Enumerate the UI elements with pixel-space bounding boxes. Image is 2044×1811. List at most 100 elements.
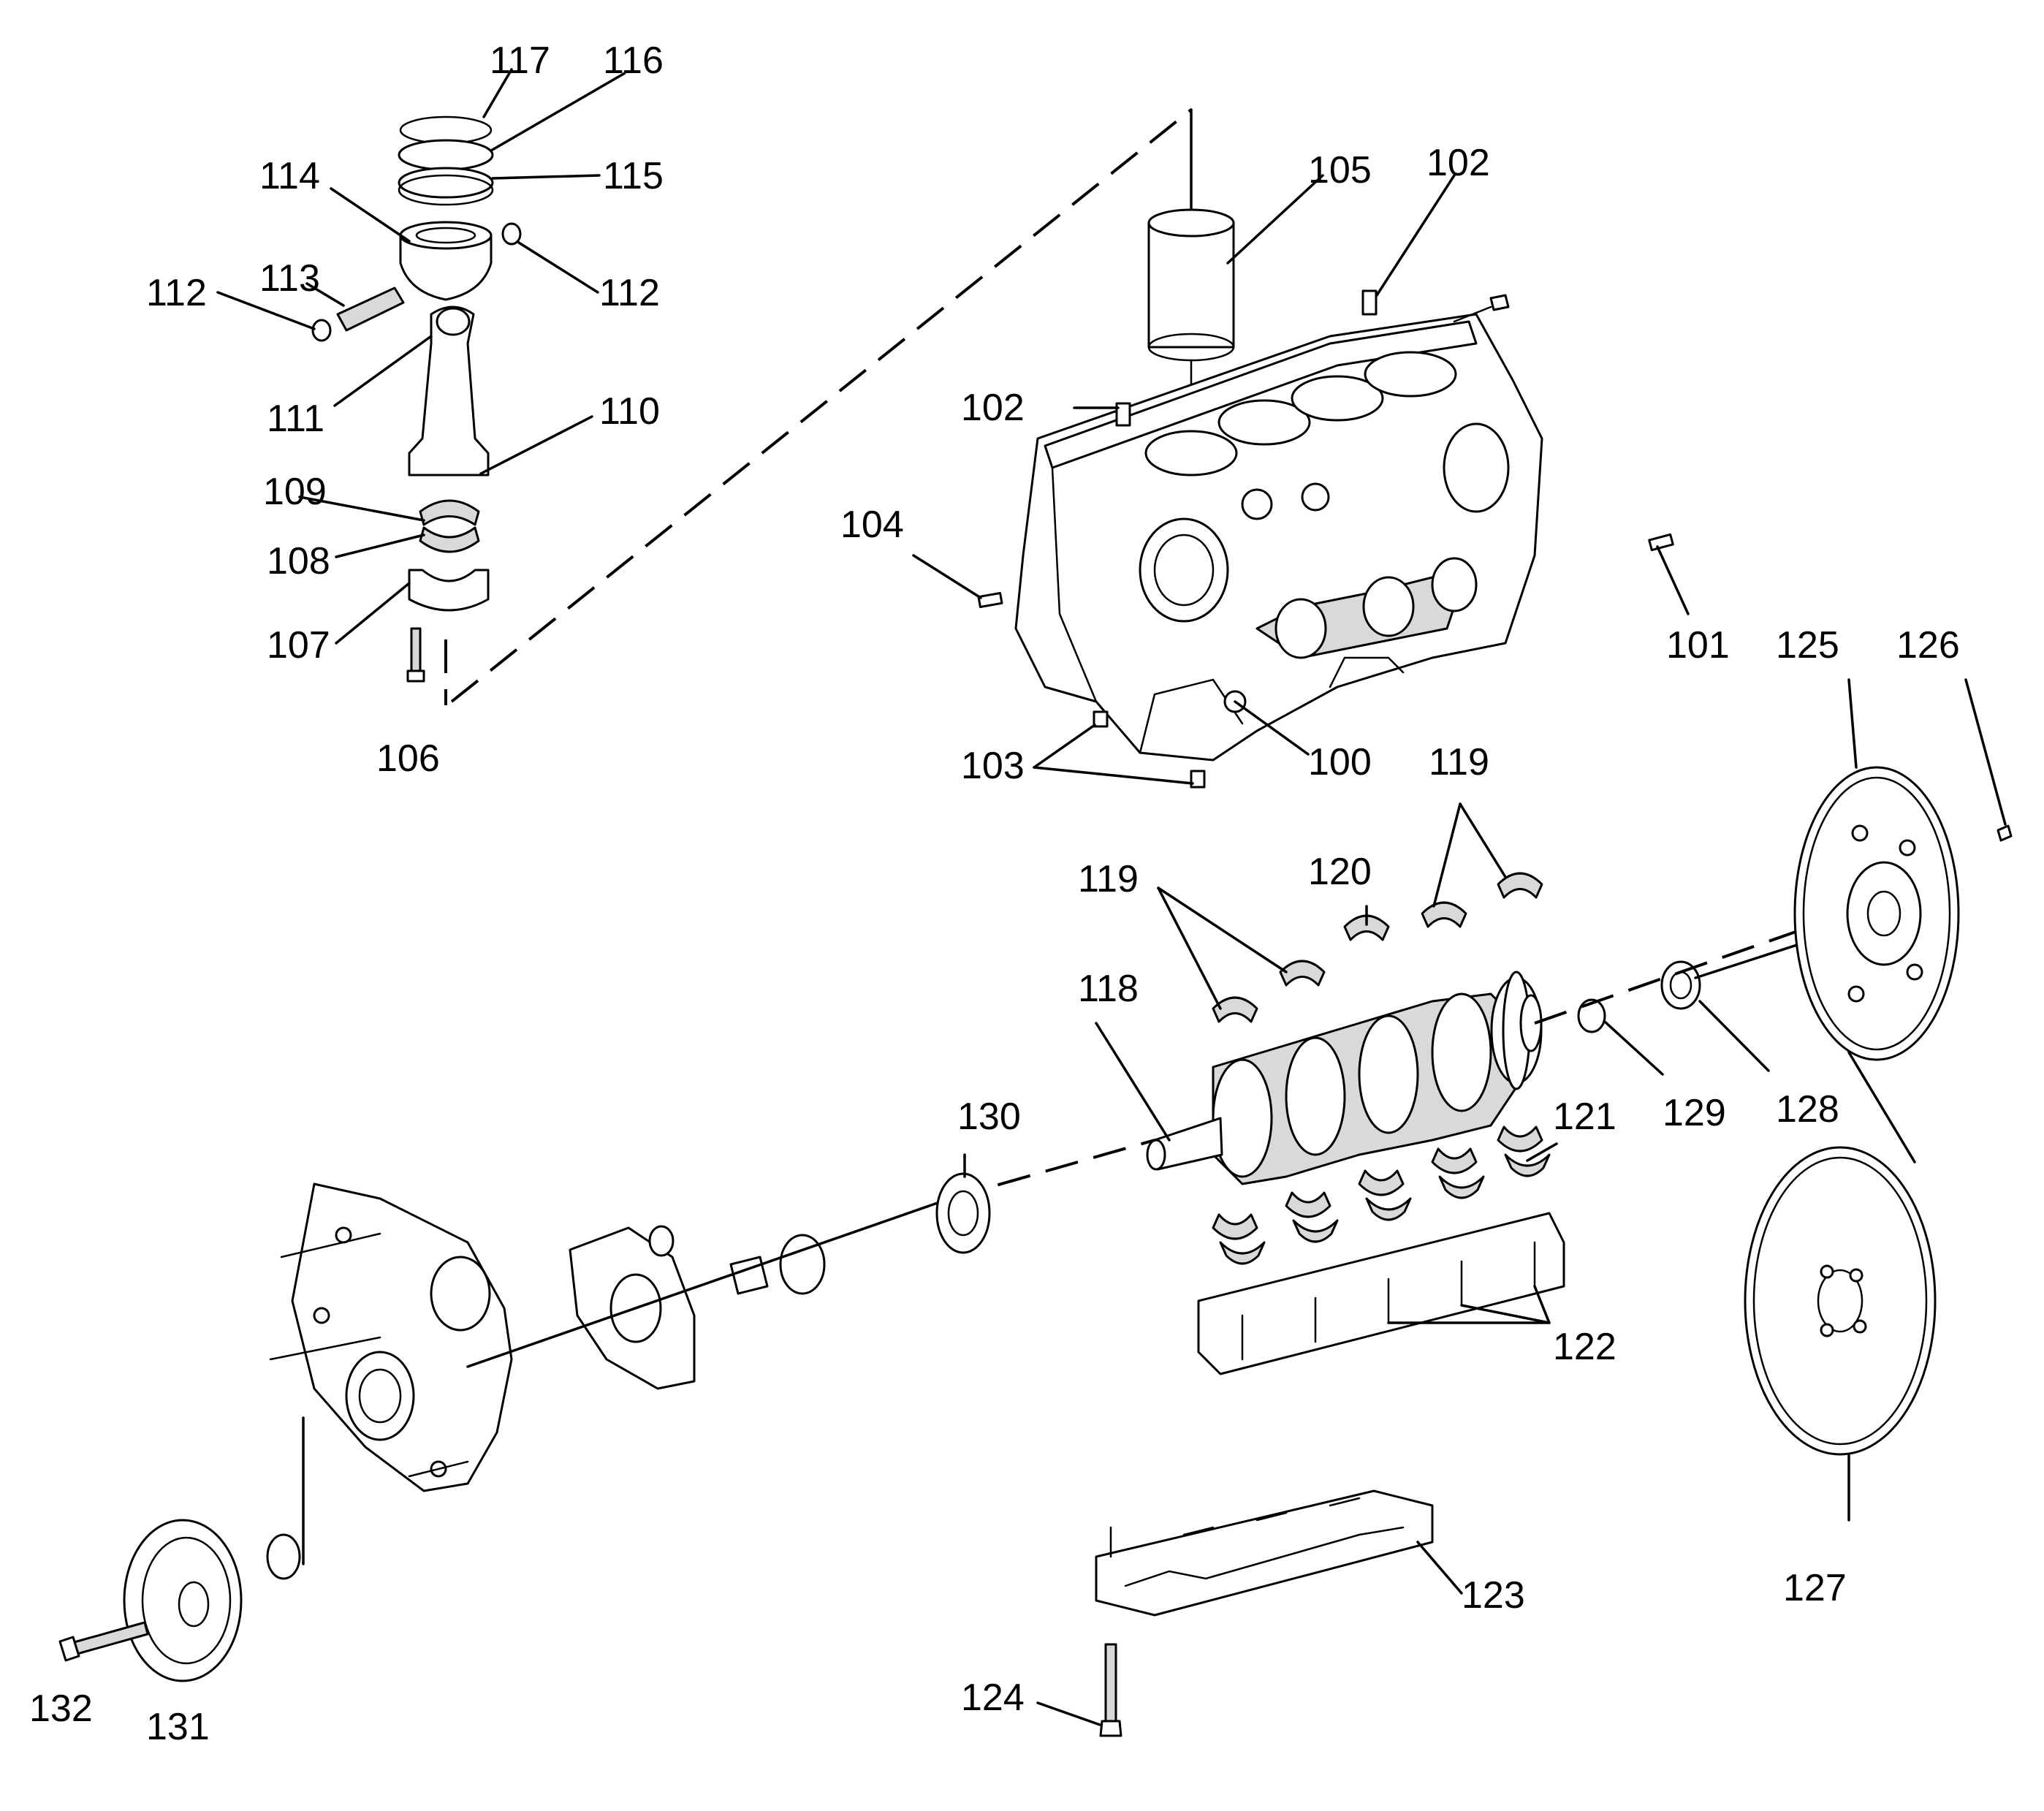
callout-129: 129 [1663, 1092, 1726, 1134]
upper-bearing-1 [1212, 996, 1258, 1023]
callout-116: 116 [603, 39, 664, 82]
dowel-pin-top-left [1115, 402, 1131, 427]
engine-block [977, 208, 1674, 789]
piston [399, 234, 493, 301]
callout-120: 120 [1308, 851, 1372, 893]
cylinder-bore-1 [1144, 430, 1238, 477]
rod-bolt-head [406, 669, 425, 683]
callout-121: 121 [1553, 1096, 1616, 1138]
callout-114: 114 [259, 155, 320, 197]
callout-123: 123 [1462, 1574, 1525, 1617]
flywheel-assembly [1744, 766, 2013, 1456]
callout-101: 101 [1666, 624, 1730, 667]
callout-119-left: 119 [1078, 858, 1139, 900]
oil-pump-rotor-inner [729, 1256, 769, 1295]
cylinder-bore-2 [1217, 399, 1311, 446]
rod-bearing-upper [419, 499, 480, 526]
pilot-bearing-large [1660, 960, 1701, 1010]
pin-retainer-right [501, 222, 522, 246]
piston-pin [336, 286, 405, 332]
front-cover-assembly [58, 1139, 1155, 1682]
lower-bearing-3 [1358, 1169, 1405, 1196]
cylinder-liner-top [1147, 208, 1235, 238]
cylinder-bore-4 [1364, 351, 1457, 398]
callout-127: 127 [1783, 1567, 1847, 1609]
bedplate-assembly [1095, 1489, 1434, 1737]
callout-125: 125 [1776, 624, 1839, 667]
leader-lines [216, 68, 2007, 1726]
front-cover [291, 1182, 513, 1492]
piston-crown-inner [415, 227, 476, 244]
piston-crown [399, 221, 493, 250]
flexplate [1744, 1146, 1937, 1456]
callout-122: 122 [1553, 1326, 1616, 1368]
piston-ring-middle [398, 139, 494, 171]
oil-pump-rotor-outer [779, 1234, 826, 1295]
callout-112-right: 112 [599, 272, 660, 314]
lower-bearing-2 [1285, 1191, 1331, 1218]
main-bearing-caps [1197, 1212, 1565, 1375]
block-bolt [1453, 305, 1492, 323]
callout-106: 106 [376, 737, 440, 780]
callout-118: 118 [1078, 968, 1139, 1010]
callout-labels: 100 101 102 102 103 104 105 106 107 108 … [29, 39, 1960, 1748]
callout-112-left: 112 [146, 272, 207, 314]
callout-115: 115 [603, 155, 664, 197]
lower-bearing-5 [1497, 1125, 1543, 1153]
cover-bolt-3 [408, 1460, 469, 1478]
callout-105: 105 [1308, 149, 1372, 191]
dowel-pin-top-right [1361, 289, 1378, 316]
callout-111: 111 [267, 398, 324, 440]
pilot-bearing-small [1577, 998, 1606, 1033]
upper-bearing-4 [1421, 901, 1467, 928]
callout-110: 110 [599, 390, 660, 433]
assembly-line-rod-to-block [450, 108, 1193, 703]
upper-bearing-5 [1497, 872, 1543, 899]
rod-bearing-lower [419, 526, 480, 553]
callout-104: 104 [840, 504, 904, 546]
cylinder-liner [1147, 221, 1235, 349]
callout-100: 100 [1308, 741, 1372, 783]
callout-130: 130 [957, 1096, 1021, 1138]
crankshaft-sprocket [935, 1172, 991, 1254]
cylinder-bore-3 [1291, 375, 1384, 422]
callout-107: 107 [267, 624, 330, 667]
piston-ring-oil-inner [398, 174, 494, 206]
piston-rod-assembly [311, 115, 522, 683]
front-cover-seal-bore [345, 1351, 415, 1441]
callout-128: 128 [1776, 1088, 1839, 1131]
rod-small-end [436, 307, 471, 336]
callout-102-top: 102 [1426, 142, 1490, 184]
callout-124: 124 [961, 1677, 1025, 1719]
callout-113: 113 [259, 257, 320, 300]
callout-102-left: 102 [961, 387, 1025, 429]
callout-126: 126 [1896, 624, 1960, 667]
pin-retainer-left [311, 319, 332, 342]
cover-bolt-2 [269, 1336, 381, 1361]
flywheel-bolt [1996, 824, 2013, 842]
callout-109: 109 [263, 471, 327, 513]
crankshaft-assembly [1146, 872, 1850, 1375]
upper-bearing-2 [1279, 960, 1326, 987]
bedplate-bolt [1104, 1643, 1117, 1726]
callout-117: 117 [490, 39, 550, 82]
lower-bearing-4 [1431, 1147, 1478, 1174]
cover-bolt-1 [280, 1232, 381, 1258]
plug-left [977, 592, 1003, 608]
callout-103: 103 [961, 745, 1025, 787]
piston-ring-oil [398, 167, 494, 199]
front-crank-seal [266, 1533, 301, 1580]
callout-108: 108 [267, 540, 330, 582]
connecting-rod [408, 305, 490, 477]
plug-right [1648, 533, 1674, 552]
upper-bearing-3 [1343, 914, 1390, 941]
dowel-pin-bottom-left [1093, 710, 1109, 728]
callout-131: 131 [146, 1706, 210, 1748]
bedplate [1095, 1489, 1434, 1617]
rod-cap [408, 569, 490, 612]
callout-132: 132 [29, 1687, 93, 1730]
dowel-pin-bottom-right [1190, 770, 1206, 789]
callout-119-right: 119 [1429, 741, 1489, 783]
